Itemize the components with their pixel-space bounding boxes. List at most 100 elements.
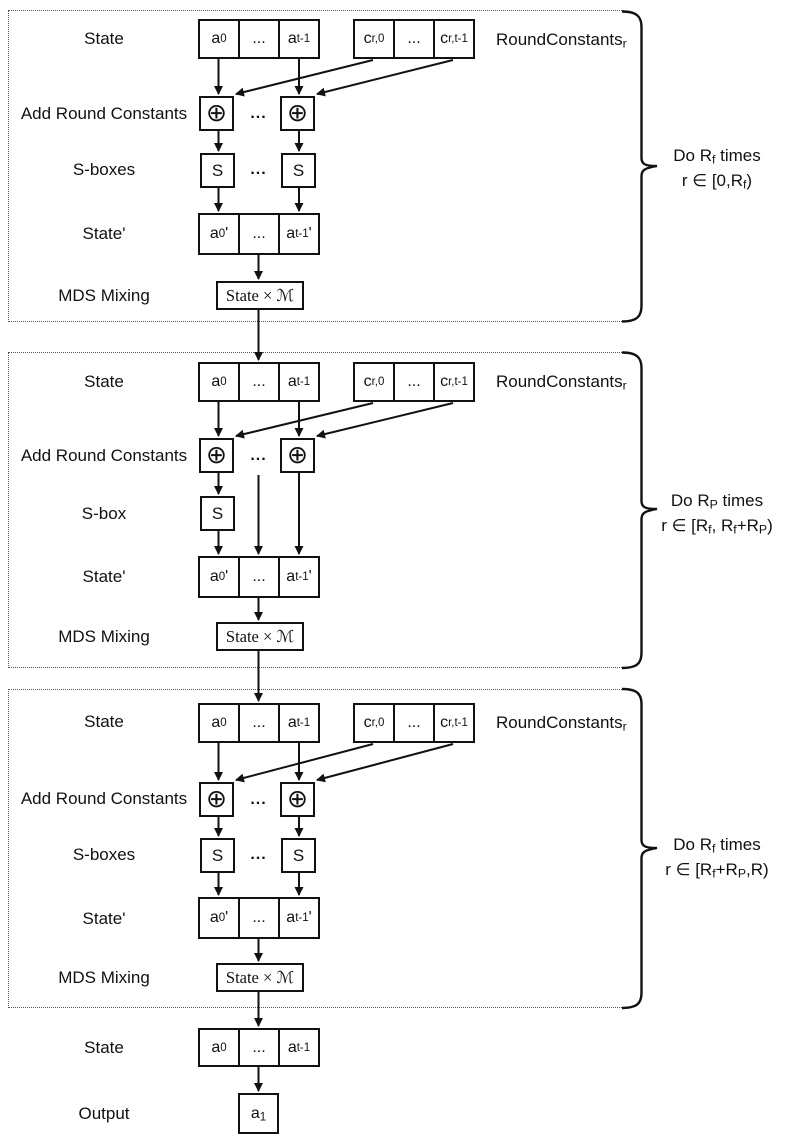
brace-caption-block3: Do Rf times r ∈ [Rf+RP,R) — [647, 832, 787, 882]
sbox-letter: S — [292, 845, 305, 865]
block2-arrows — [214, 402, 454, 702]
repeat-braces — [621, 10, 658, 1010]
state-label: State — [84, 29, 124, 48]
mds-mixing-label: MDS Mixing — [58, 286, 150, 305]
brace-caption-line1: Do RP times — [670, 491, 764, 512]
output-box: a1 — [238, 1093, 279, 1134]
partial-rounds-frame — [8, 352, 624, 668]
state-prime-cell-dots: ... — [240, 899, 280, 937]
xor-symbol: ⊕ — [206, 440, 227, 469]
xor-box-left: ⊕ — [199, 782, 234, 817]
xor-box-left: ⊕ — [199, 438, 234, 473]
ellipsis-sbox-row: ... — [250, 161, 267, 178]
state-prime-label: State' — [82, 224, 126, 243]
sbox-left: S — [200, 838, 235, 873]
brace-caption-line2: r ∈ [Rf, Rf+RP) — [661, 516, 773, 537]
final-state-label: State — [84, 1038, 124, 1057]
brace-block3 — [621, 687, 658, 1010]
brace-caption-line2: r ∈ [Rf+RP,R) — [665, 860, 769, 881]
output-label: Output — [78, 1104, 130, 1123]
state-cell-dots: ... — [240, 21, 280, 57]
sboxes-label: S-boxes — [72, 160, 136, 179]
state-prime-label: State' — [82, 567, 126, 586]
xor-symbol: ⊕ — [206, 98, 227, 127]
xor-symbol: ⊕ — [287, 98, 308, 127]
block1-arrows — [214, 59, 454, 361]
state-prime-label: State' — [82, 909, 126, 928]
state-prime-cell-dots: ... — [240, 215, 280, 253]
sbox-label: S-box — [81, 504, 127, 523]
xor-box-left: ⊕ — [199, 96, 234, 131]
full-rounds-frame-1 — [8, 10, 624, 322]
output-cell: a1 — [250, 1104, 267, 1124]
xor-symbol: ⊕ — [287, 784, 308, 813]
brace-block1 — [621, 10, 658, 323]
sbox-left: S — [200, 153, 235, 188]
round-constants-label: RoundConstantsr — [496, 713, 627, 734]
mds-mixing-label: MDS Mixing — [58, 968, 150, 987]
const-cell-dots: ... — [395, 705, 435, 741]
state-cell-dots: ... — [240, 705, 280, 741]
state-cell-dots: ... — [240, 1030, 280, 1065]
xor-symbol: ⊕ — [287, 440, 308, 469]
full-rounds-frame-2 — [8, 689, 624, 1008]
ellipsis-xor-row: ... — [250, 791, 267, 808]
brace-block2 — [621, 351, 658, 670]
block3-arrows — [214, 743, 454, 1027]
add-round-constants-label: Add Round Constants — [20, 104, 188, 123]
xor-symbol: ⊕ — [206, 784, 227, 813]
mds-box: State × ℳ — [216, 281, 304, 310]
state-label: State — [84, 372, 124, 391]
mds-mixing-label: MDS Mixing — [58, 627, 150, 646]
add-round-constants-label: Add Round Constants — [20, 789, 188, 808]
const-cell-dots: ... — [395, 21, 435, 57]
state-label: State — [84, 712, 124, 731]
round-constants-label: RoundConstantsr — [496, 372, 627, 393]
brace-caption-line1: Do Rf times — [673, 835, 761, 856]
brace-caption-line1: Do Rf times — [673, 146, 761, 167]
sbox-letter: S — [211, 845, 224, 865]
ellipsis-xor-row: ... — [250, 105, 267, 122]
sboxes-label: S-boxes — [72, 845, 136, 864]
round-constants-label: RoundConstantsr — [496, 30, 627, 51]
ellipsis-sbox-row: ... — [250, 846, 267, 863]
state-cell-dots: ... — [240, 364, 280, 400]
brace-caption-line2: r ∈ [0,Rf) — [681, 171, 753, 192]
sbox-letter: S — [292, 160, 305, 180]
xor-box-right: ⊕ — [280, 438, 315, 473]
brace-caption-block2: Do RP times r ∈ [Rf, Rf+RP) — [647, 488, 787, 538]
xor-box-right: ⊕ — [280, 96, 315, 131]
sbox-left: S — [200, 496, 235, 531]
const-cell-dots: ... — [395, 364, 435, 400]
state-prime-cell-dots: ... — [240, 558, 280, 596]
sbox-right: S — [281, 153, 316, 188]
sbox-right: S — [281, 838, 316, 873]
mds-box: State × ℳ — [216, 622, 304, 651]
